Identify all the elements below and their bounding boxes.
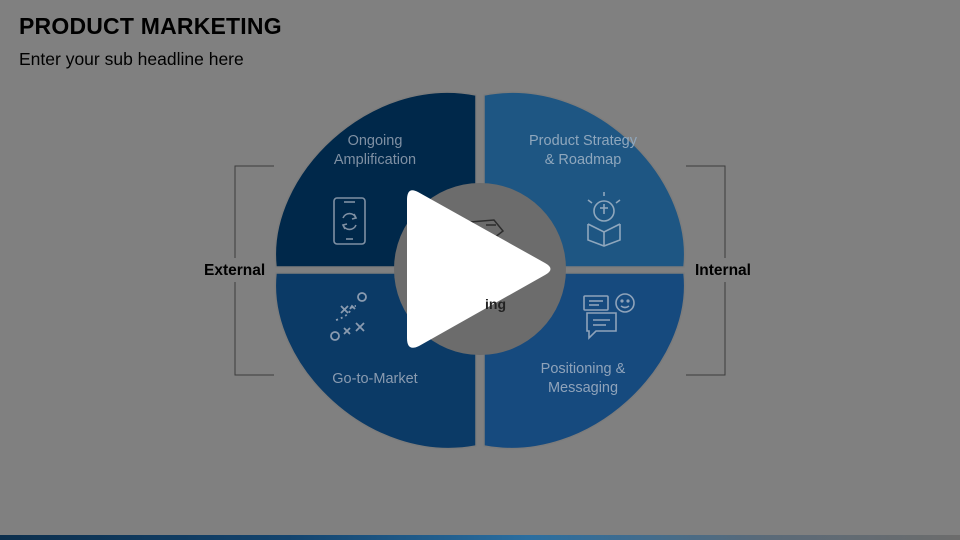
center-partial-label: ing [485, 296, 506, 312]
chat-smile-icon [583, 293, 635, 340]
internal-bracket [686, 165, 726, 376]
play-icon[interactable] [407, 190, 551, 348]
strategy-play-icon [330, 292, 367, 341]
product-strategy-label: Product Strategy & Roadmap [529, 133, 637, 168]
external-bracket [234, 165, 274, 376]
box-idea-icon [587, 192, 621, 247]
page-title: PRODUCT MARKETING [19, 13, 282, 39]
page-subtitle: Enter your sub headline here [19, 49, 244, 69]
internal-label: Internal [695, 262, 751, 279]
positioning-messaging-label: Positioning & Messaging [540, 361, 626, 396]
bottom-accent-bar [0, 535, 960, 540]
smartphone-refresh-icon [333, 197, 366, 245]
external-label: External [204, 262, 266, 279]
ongoing-amplification-label: Ongoing Amplification [333, 133, 417, 168]
go-to-market-label: Go-to-Market [332, 371, 418, 387]
